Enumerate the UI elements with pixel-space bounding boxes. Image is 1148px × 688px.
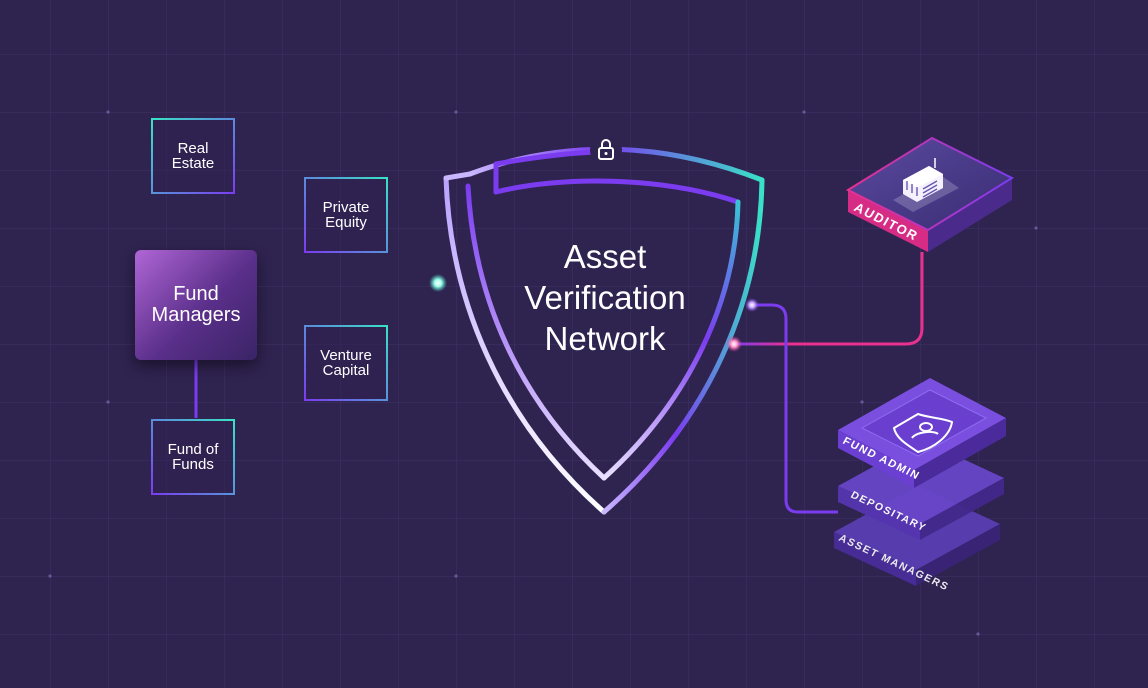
connector-glow-magenta — [726, 336, 742, 352]
connector-to-auditor — [732, 252, 924, 346]
shield-inner-right — [601, 199, 741, 481]
service-stack: ASSET MANAGERS DEPOSITARY FUND ADMIN — [834, 378, 1006, 593]
shield-outer-cap — [443, 171, 473, 181]
grid-sparkles — [48, 110, 1038, 636]
shield-outer-right — [601, 177, 765, 515]
shield-inner-left — [465, 183, 607, 481]
shield-title-line-1: Asset — [563, 238, 647, 275]
stack-tile-fund-admin: FUND ADMIN — [838, 378, 1006, 488]
shield-title: Asset Verification Network — [490, 236, 720, 359]
building-icon — [893, 158, 959, 212]
shield-outer-left — [443, 175, 607, 515]
lock-icon — [590, 134, 622, 166]
shield-user-icon — [892, 412, 954, 454]
connector-to-stack — [750, 303, 838, 514]
shield-title-line-2: Verification — [524, 279, 686, 316]
connector-glow — [429, 274, 447, 292]
connector-glow-violet — [745, 298, 759, 312]
shield-title-line-3: Network — [544, 320, 666, 357]
shield-inner-top — [493, 178, 741, 205]
